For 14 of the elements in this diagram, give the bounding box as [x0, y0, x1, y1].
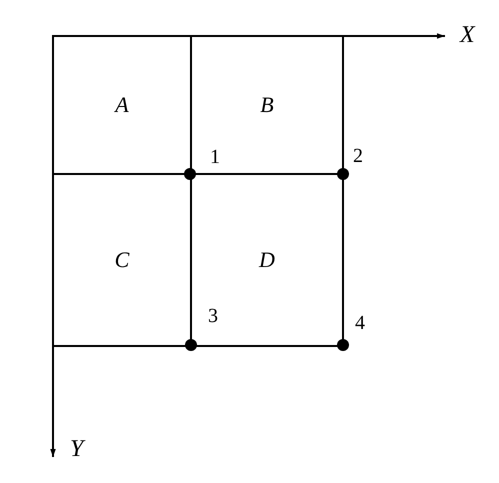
cell-label: D — [259, 247, 275, 273]
node-dot — [337, 339, 349, 351]
axis-label: Y — [70, 436, 84, 463]
point-number: 3 — [208, 305, 218, 328]
cell-label: C — [114, 247, 130, 273]
axis-label: X — [460, 22, 475, 49]
cell-label: A — [115, 92, 129, 118]
point-number: 2 — [353, 145, 363, 168]
node-dot — [185, 339, 197, 351]
node-dot — [184, 168, 196, 180]
node-dot — [337, 168, 349, 180]
point-number: 1 — [210, 146, 220, 169]
cell-label: B — [260, 92, 274, 118]
point-number: 4 — [355, 312, 365, 335]
